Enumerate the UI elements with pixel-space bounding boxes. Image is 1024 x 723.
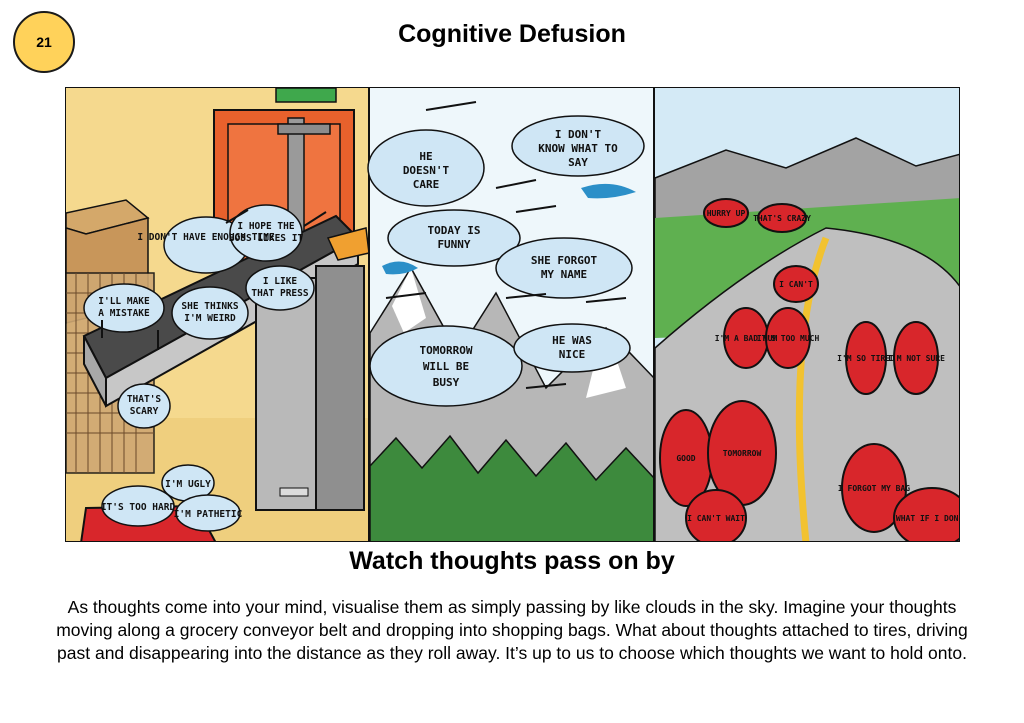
illustration-svg: I DON'T HAVE ENOUGH TIME I HOPE THE BOSS… xyxy=(66,88,960,541)
svg-text:I'M WEIRD: I'M WEIRD xyxy=(184,313,236,324)
thought-boss: I HOPE THE xyxy=(237,221,294,232)
thought-busy: TOMORROW xyxy=(420,344,473,357)
svg-text:FUNNY: FUNNY xyxy=(437,238,470,251)
thought-say: I DON'T xyxy=(555,128,602,141)
thought-press: I LIKE xyxy=(263,276,298,287)
svg-text:BUSY: BUSY xyxy=(433,376,460,389)
svg-text:BOSS LIKES IT: BOSS LIKES IT xyxy=(229,233,304,244)
thought-funny: TODAY IS xyxy=(428,224,481,237)
thought-hurry: HURRY UP xyxy=(707,209,746,218)
thought-crazy: THAT'S CRAZY xyxy=(753,214,811,223)
svg-text:SCARY: SCARY xyxy=(130,406,159,417)
thought-bad-mum: I'M A BAD MUM xyxy=(715,334,778,343)
thought-cant: I CAN'T xyxy=(779,280,813,289)
thought-pathetic: I'M PATHETIC xyxy=(174,509,243,520)
cloud-panel: HE DOESN'T CARE I DON'T KNOW WHAT TO SAY… xyxy=(367,88,655,541)
thought-bag: I FORGOT MY BAG xyxy=(838,484,910,493)
thought-care: HE xyxy=(419,150,432,163)
page-title: Cognitive Defusion xyxy=(398,20,626,48)
svg-text:NICE: NICE xyxy=(559,348,586,361)
thought-too-much: IT'S TOO MUCH xyxy=(757,334,820,343)
illustration: I DON'T HAVE ENOUGH TIME I HOPE THE BOSS… xyxy=(65,87,960,542)
thought-hard: IT'S TOO HARD xyxy=(101,502,176,513)
svg-text:WILL BE: WILL BE xyxy=(423,360,469,373)
thought-nice: HE WAS xyxy=(552,334,592,347)
body-paragraph: As thoughts come into your mind, visuali… xyxy=(56,597,968,663)
tire-panel: HURRY UP THAT'S CRAZY I CAN'T I'M A BAD … xyxy=(654,88,960,541)
thought-tomorrow: TOMORROW xyxy=(723,449,762,458)
thought-not-sure: I'M NOT SURE xyxy=(887,354,945,363)
conveyor-panel: I DON'T HAVE ENOUGH TIME I HOPE THE BOSS… xyxy=(66,88,370,541)
svg-text:MY NAME: MY NAME xyxy=(541,268,587,281)
svg-text:SAY: SAY xyxy=(568,156,588,169)
thought-scary: THAT'S xyxy=(127,394,162,405)
thought-tired: I'M SO TIRED xyxy=(837,354,895,363)
thought-time: I DON'T HAVE ENOUGH TIME xyxy=(137,232,275,243)
thought-what-if: WHAT IF I DON'T xyxy=(896,514,960,523)
svg-text:KNOW WHAT TO: KNOW WHAT TO xyxy=(538,142,618,155)
thought-name: SHE FORGOT xyxy=(531,254,598,267)
svg-text:DOESN'T: DOESN'T xyxy=(403,164,450,177)
thought-mistake: I'LL MAKE xyxy=(98,296,150,307)
section-heading: Watch thoughts pass on by xyxy=(349,547,675,575)
thought-good-tomorrow: GOOD xyxy=(676,454,695,463)
svg-text:A MISTAKE: A MISTAKE xyxy=(98,308,150,319)
thought-wait: I CAN'T WAIT xyxy=(687,514,745,523)
page-number: 21 xyxy=(36,34,52,50)
svg-text:CARE: CARE xyxy=(413,178,440,191)
page-number-badge: 21 xyxy=(13,11,75,73)
thought-weird: SHE THINKS xyxy=(181,301,238,312)
thought-ugly: I'M UGLY xyxy=(165,479,211,490)
svg-text:THAT PRESS: THAT PRESS xyxy=(251,288,308,299)
